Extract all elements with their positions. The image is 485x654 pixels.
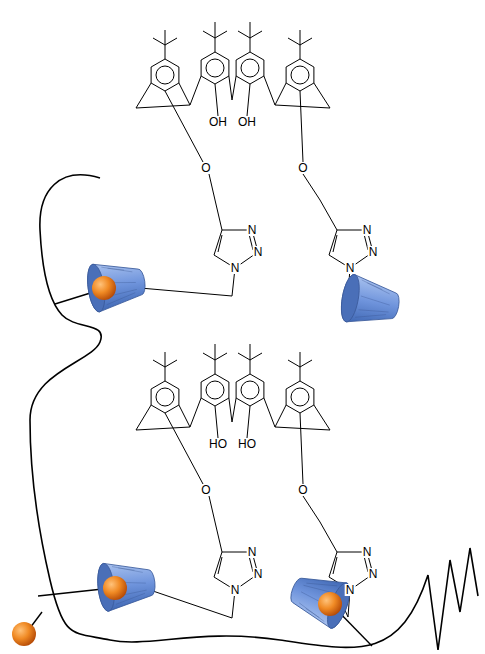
atom-label: N	[247, 546, 258, 558]
atom-label: N	[253, 568, 264, 580]
guest-tethers	[30, 290, 372, 646]
atom-label: N	[230, 262, 241, 274]
cyclodextrin-bottom-left	[96, 558, 158, 612]
atom-label: O	[297, 484, 308, 496]
atom-label: OH	[208, 116, 228, 128]
cd-linkers	[140, 288, 362, 618]
calixarene-bottom	[136, 344, 373, 618]
atom-label: N	[253, 246, 264, 258]
atom-label: HO	[237, 438, 257, 450]
atom-label: N	[345, 262, 356, 274]
atom-label: N	[230, 584, 241, 596]
atom-label: HO	[208, 438, 228, 450]
atom-label: N	[362, 224, 373, 236]
atom-label: N	[368, 246, 379, 258]
atom-label: O	[200, 484, 211, 496]
polymer-chain	[30, 175, 478, 650]
cyclodextrin-bottom-right	[284, 566, 354, 631]
atom-label: O	[297, 162, 308, 174]
atom-label: N	[362, 546, 373, 558]
atom-label: O	[200, 162, 211, 174]
cyclodextrin-top-left	[85, 257, 148, 312]
cyclodextrin-top-right	[338, 273, 402, 330]
calixarene-top	[136, 22, 373, 296]
free-guest-ball	[12, 622, 36, 646]
atom-label: N	[368, 568, 379, 580]
atom-label: N	[345, 584, 356, 596]
atom-label: OH	[237, 116, 257, 128]
atom-label: N	[247, 224, 258, 236]
